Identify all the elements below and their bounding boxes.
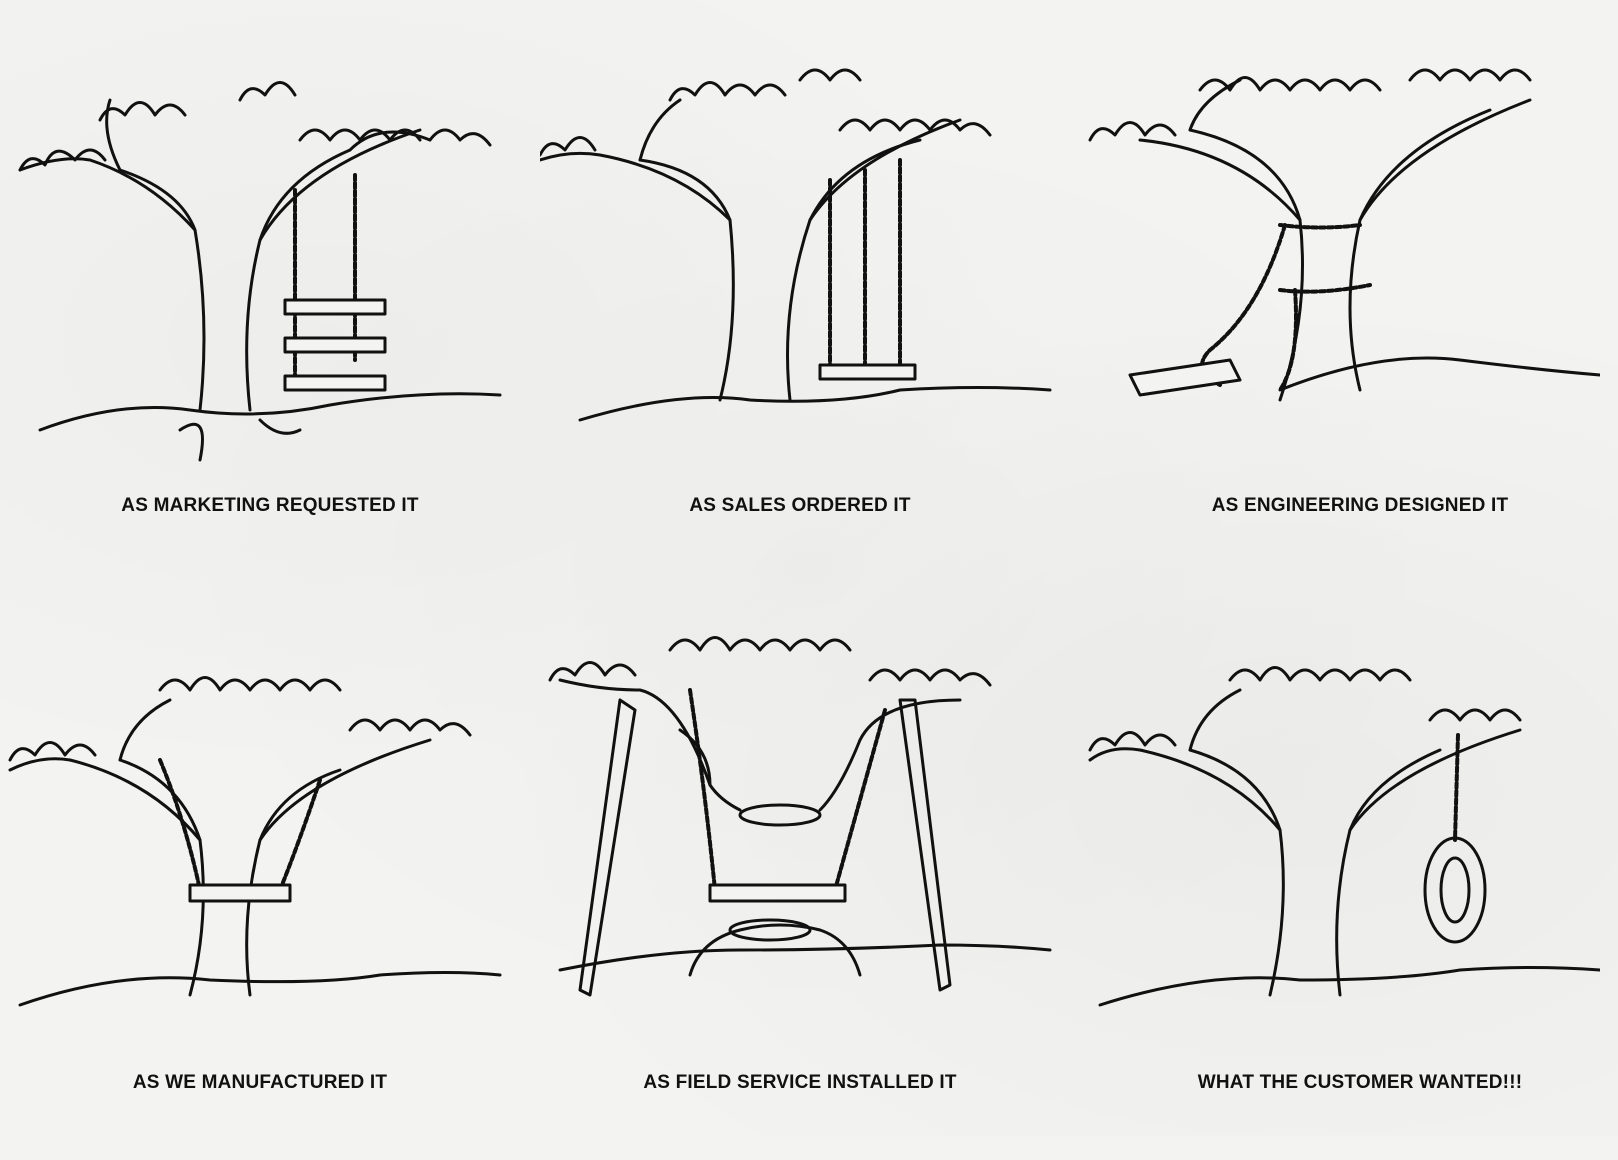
panel-customer: WHAT THE CUSTOMER WANTED!!! bbox=[1080, 620, 1600, 1160]
tree-ladder-swing-illustration bbox=[18, 81, 502, 462]
panel-caption: AS WE MANUFACTURED IT bbox=[132, 1072, 388, 1093]
tree-tire-swing-illustration bbox=[1088, 666, 1600, 1007]
panel-sales: AS SALES ORDERED IT bbox=[540, 60, 1060, 600]
panel-manufacturing: AS WE MANUFACTURED IT bbox=[0, 620, 520, 1160]
panel-field-service: AS FIELD SERVICE INSTALLED IT bbox=[540, 620, 1060, 1160]
panel-caption: AS FIELD SERVICE INSTALLED IT bbox=[643, 1072, 957, 1093]
tree-engineering-swing-illustration bbox=[1088, 68, 1600, 402]
panel-caption: AS MARKETING REQUESTED IT bbox=[121, 495, 419, 516]
tree-manufactured-swing-illustration bbox=[8, 676, 502, 1007]
panel-engineering: AS ENGINEERING DESIGNED IT bbox=[1080, 30, 1600, 570]
panel-caption: AS SALES ORDERED IT bbox=[689, 495, 911, 516]
tree-field-service-swing-illustration bbox=[548, 636, 1052, 997]
panel-caption: WHAT THE CUSTOMER WANTED!!! bbox=[1197, 1072, 1523, 1093]
panel-marketing: AS MARKETING REQUESTED IT bbox=[0, 60, 520, 600]
panel-caption: AS ENGINEERING DESIGNED IT bbox=[1211, 495, 1509, 516]
tree-three-rope-swing-illustration bbox=[540, 68, 1052, 422]
